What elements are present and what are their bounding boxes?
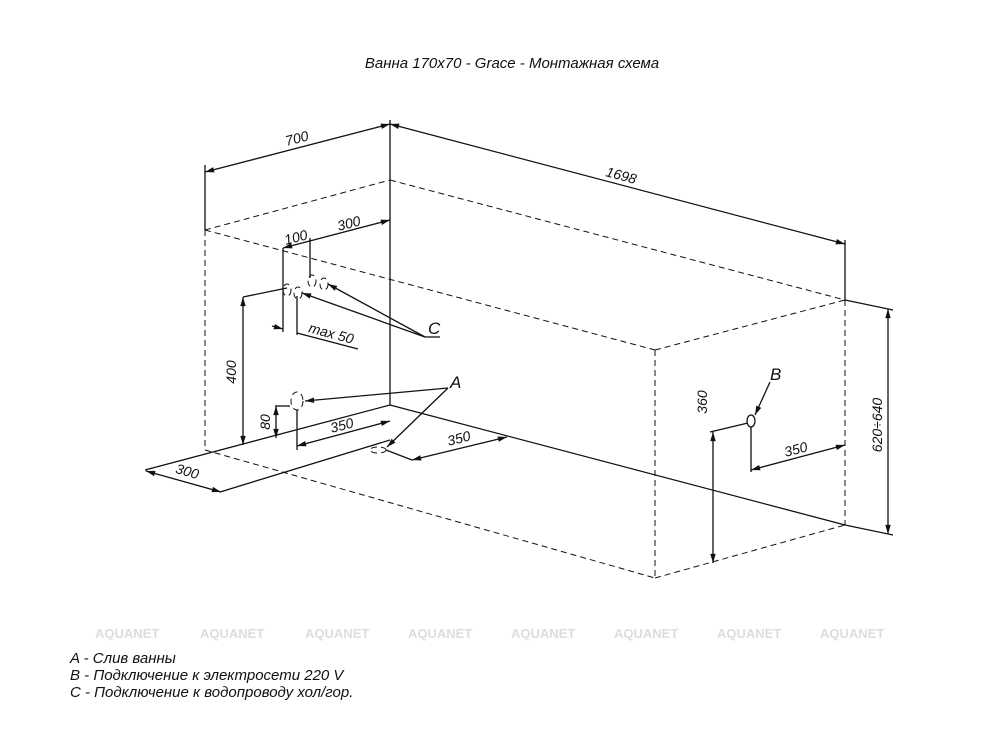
dimension-c-spacing-label: 100 (283, 227, 310, 248)
bathtub-box (144, 120, 846, 579)
dimension-c-offset-label: 300 (336, 213, 363, 234)
dimension-a-height-label: 80 (257, 414, 273, 430)
watermark: AQUANET (614, 626, 679, 641)
dimension-a-offset-label: 350 (329, 415, 356, 436)
watermark: AQUANET (200, 626, 265, 641)
dimension-total-height: 620÷640 (844, 299, 894, 536)
dimension-length-label: 1698 (604, 163, 638, 187)
dimension-floor-front: 300 (145, 460, 222, 493)
watermark: AQUANET (95, 626, 160, 641)
dimension-floor-front-label: 300 (174, 460, 201, 482)
marker-c-label: C (428, 319, 441, 338)
connection-a: 80 350 350 A (257, 373, 508, 461)
dimension-b-offset-label: 350 (783, 439, 810, 460)
watermark: AQUANET (717, 626, 782, 641)
dimension-width-label: 700 (284, 128, 311, 149)
dimension-c-height-label: 400 (223, 360, 239, 384)
dimension-c-max-label: max 50 (307, 320, 356, 347)
dimension-width: 700 (204, 123, 391, 230)
diagram-title: Ванна 170x70 - Grace - Монтажная схема (365, 55, 659, 72)
watermark: AQUANET (408, 626, 473, 641)
connection-b: 360 350 B (694, 365, 846, 563)
legend: A - Слив ванны B - Подключение к электро… (70, 650, 353, 701)
legend-item-a: A - Слив ванны (70, 650, 176, 667)
dimension-b-height-label: 360 (694, 390, 710, 414)
dimension-total-height-label: 620÷640 (869, 398, 885, 453)
marker-b-label: B (770, 365, 781, 384)
dimension-a-floor-offset-label: 350 (446, 428, 473, 449)
dimension-length: 1698 (389, 123, 846, 300)
watermark: AQUANET (305, 626, 370, 641)
legend-item-b: B - Подключение к электросети 220 V (70, 667, 344, 684)
watermark: AQUANET (511, 626, 576, 641)
marker-a-label: A (449, 373, 461, 392)
legend-item-c: C - Подключение к водопроводу хол/гор. (70, 684, 354, 701)
watermark: AQUANET (820, 626, 885, 641)
